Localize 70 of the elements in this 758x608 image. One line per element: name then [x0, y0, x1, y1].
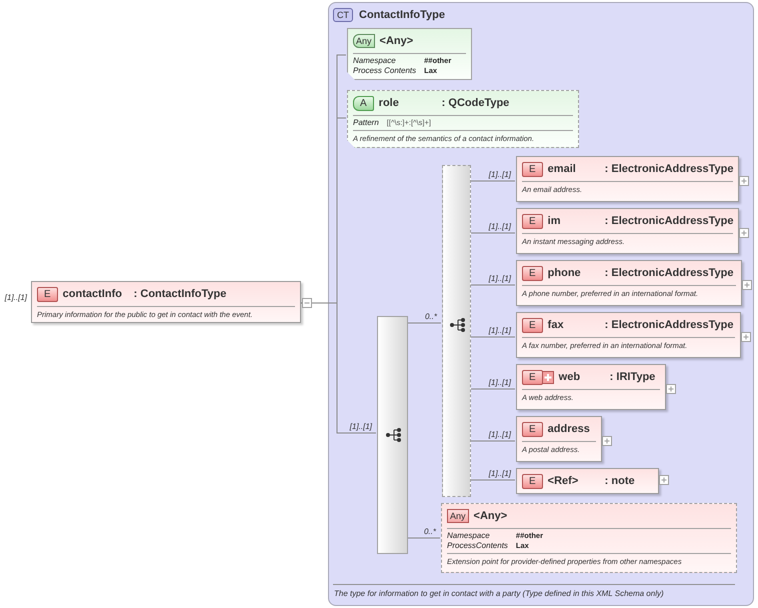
cardinality-label: [1]..[1]: [488, 222, 512, 231]
cardinality-label: [1]..[1]: [488, 326, 512, 335]
element-name: <Ref>: [548, 474, 580, 489]
property-name: Namespace: [447, 531, 491, 541]
type-badge: E: [522, 318, 543, 332]
type-badge: Any: [353, 34, 375, 48]
element-name: im: [548, 214, 562, 229]
element-name: role: [378, 96, 400, 111]
complex-type-panel: [328, 2, 754, 606]
element-name: web: [558, 370, 582, 385]
element-name: address: [548, 422, 590, 437]
element-box: [516, 468, 659, 494]
cardinality-label: 0..*: [422, 527, 437, 536]
cardinality-label: [1]..[1]: [4, 293, 27, 302]
type-badge: E: [37, 286, 58, 302]
element-box: [31, 281, 301, 323]
compositor-bar: [442, 165, 471, 497]
element-box: [516, 416, 602, 462]
element-name: contactInfo: [62, 286, 123, 302]
element-box: [516, 156, 739, 202]
property-name: ProcessContents: [447, 541, 508, 551]
element-box: [516, 312, 741, 358]
connector-line: [470, 388, 516, 390]
type-badge: E: [522, 474, 543, 488]
element-name: email: [548, 162, 577, 177]
compositor-bar: [377, 316, 408, 554]
type-name: ContactInfoType: [359, 8, 445, 23]
cardinality-label: 0..*: [424, 312, 438, 321]
connector-line: [470, 440, 516, 442]
type-name: : ElectronicAddressType: [604, 318, 734, 333]
type-badge: E: [522, 266, 543, 280]
element-name: <Any>: [380, 34, 414, 49]
cardinality-label: [1]..[1]: [488, 469, 512, 478]
connector-line: [470, 336, 516, 338]
element-name: <Any>: [474, 508, 508, 524]
connector-line: [406, 322, 442, 324]
property-name: Pattern: [353, 118, 379, 128]
type-badge: E: [522, 422, 543, 436]
type-badge: Any: [447, 509, 469, 523]
property-name: Namespace: [353, 56, 397, 66]
type-name: : ElectronicAddressType: [604, 162, 734, 177]
connector-line: [470, 232, 516, 234]
connector-line: [470, 180, 516, 182]
wildcard-box: [347, 28, 472, 80]
type-name: : ElectronicAddressType: [604, 214, 734, 229]
element-name: phone: [548, 266, 582, 281]
type-badge: E: [522, 162, 543, 176]
type-name: : QCodeType: [442, 96, 510, 111]
type-name: : ElectronicAddressType: [604, 266, 734, 281]
wildcard-box: [441, 503, 737, 573]
property-name: Process Contents: [353, 66, 416, 76]
type-name: : IRIType: [610, 370, 656, 385]
type-badge: A: [353, 96, 374, 110]
type-badge: E: [522, 370, 543, 384]
element-name: fax: [548, 318, 565, 333]
element-box: [516, 260, 742, 306]
type-name: : ContactInfoType: [134, 286, 226, 302]
connector-line: [470, 284, 516, 286]
type-badge: E: [522, 214, 543, 228]
element-box: [516, 364, 666, 410]
type-name: : note: [604, 474, 635, 489]
cardinality-label: [1]..[1]: [488, 378, 512, 387]
cardinality-label: [1]..[1]: [488, 274, 512, 283]
cardinality-label: [1]..[1]: [488, 430, 512, 439]
element-box: [516, 208, 739, 254]
attribute-box: [347, 90, 579, 148]
cardinality-label: [1]..[1]: [488, 170, 512, 179]
description: The type for information to get in contact with a party (Type defined in this XML Schema only): [334, 588, 664, 600]
cardinality-label: [1]..[1]: [348, 422, 373, 431]
type-badge: CT: [333, 8, 353, 22]
